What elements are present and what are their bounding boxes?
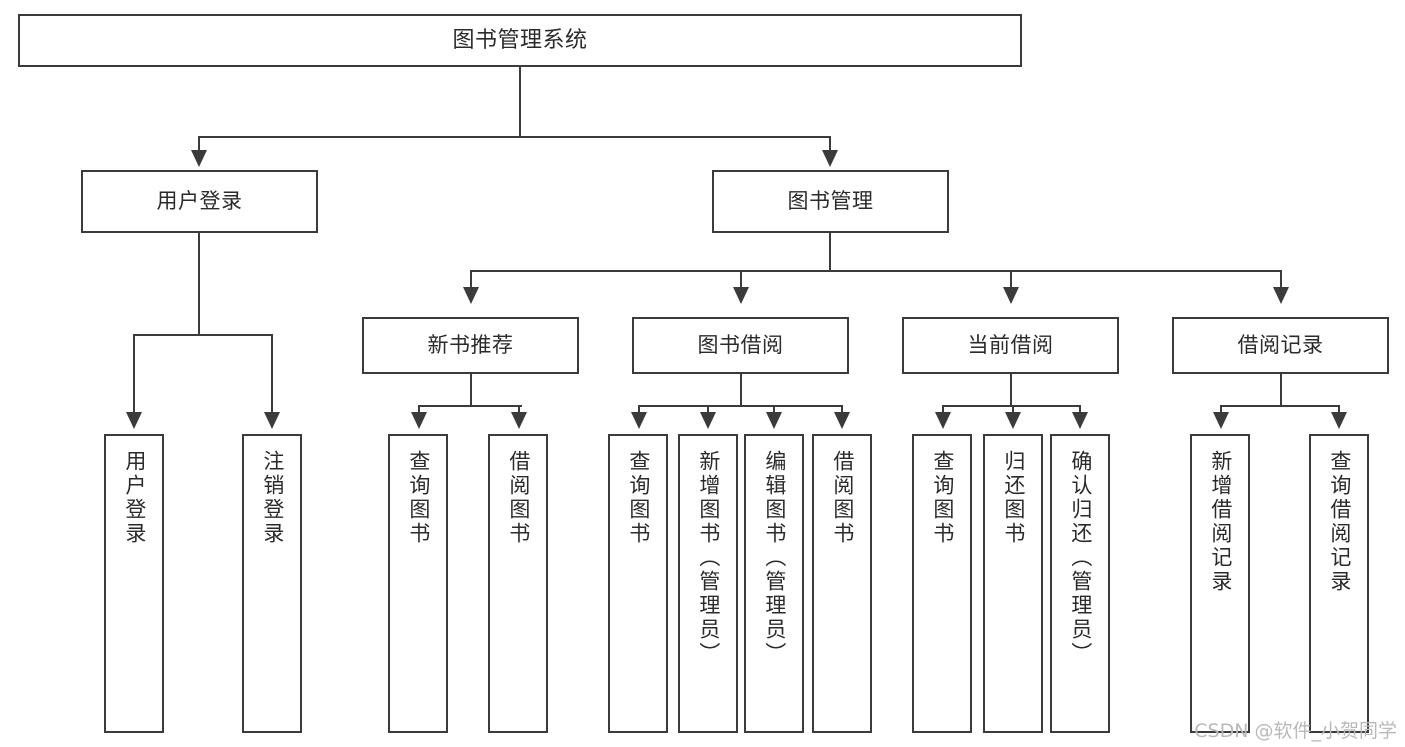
arrowhead-level3-4 <box>1273 287 1289 304</box>
connector-borrow-bus <box>638 405 843 407</box>
connector-user-login-bus <box>133 334 273 336</box>
node-label: 借阅记录 <box>1237 333 1324 358</box>
connector-recommend-drop-1 <box>418 405 420 416</box>
node-label: 查询图书 <box>626 450 651 546</box>
connector-current-drop-2 <box>1012 405 1014 416</box>
node-current-borrow[interactable]: 当前借阅 <box>902 317 1119 374</box>
node-new-book-recommend[interactable]: 新书推荐 <box>362 317 579 374</box>
arrowhead-record-2 <box>1331 412 1347 429</box>
connector-root-stem <box>519 67 521 137</box>
connector-borrow-stem <box>740 374 742 406</box>
leaf-borrow-borrow-book[interactable]: 借阅图书 <box>812 434 872 733</box>
arrowhead-current-1 <box>935 412 951 429</box>
node-label: 编辑图书（管理员） <box>762 450 787 666</box>
node-label: 归还图书 <box>1001 450 1026 546</box>
connector-record-stem <box>1280 374 1282 406</box>
connector-level3-drop-4 <box>1280 270 1282 290</box>
node-label: 当前借阅 <box>967 333 1054 358</box>
arrowhead-level2-2 <box>822 150 838 167</box>
connector-level2-drop-2 <box>829 136 831 154</box>
connector-borrow-drop-4 <box>841 405 843 416</box>
node-label: 借阅图书 <box>830 450 855 546</box>
connector-record-drop-1 <box>1220 405 1222 416</box>
node-label: 新书推荐 <box>427 333 514 358</box>
connector-record-bus <box>1220 405 1339 407</box>
connector-level3-bus <box>470 270 1281 272</box>
node-label: 图书借阅 <box>697 333 784 358</box>
arrowhead-recommend-2 <box>511 412 527 429</box>
leaf-current-confirm-return-admin[interactable]: 确认归还（管理员） <box>1050 434 1110 733</box>
arrowhead-borrow-3 <box>766 412 782 429</box>
leaf-recommend-borrow-book[interactable]: 借阅图书 <box>488 434 548 733</box>
connector-book-mgmt-stem <box>829 233 831 271</box>
arrowhead-user-login-1 <box>126 412 142 429</box>
arrowhead-level3-3 <box>1003 287 1019 304</box>
leaf-recommend-query-book[interactable]: 查询图书 <box>388 434 448 733</box>
node-label: 查询图书 <box>406 450 431 546</box>
node-label: 用户登录 <box>122 450 147 546</box>
connector-user-login-drop-2 <box>271 334 273 416</box>
arrowhead-level3-2 <box>733 287 749 304</box>
connector-recommend-drop-2 <box>518 405 520 416</box>
leaf-current-query-book[interactable]: 查询图书 <box>912 434 972 733</box>
node-label: 用户登录 <box>156 189 243 214</box>
node-label: 新增图书（管理员） <box>696 450 721 666</box>
node-label: 图书管理 <box>787 189 874 214</box>
leaf-borrow-add-book-admin[interactable]: 新增图书（管理员） <box>678 434 738 733</box>
node-label: 查询图书 <box>930 450 955 546</box>
node-user-login[interactable]: 用户登录 <box>81 170 318 233</box>
arrowhead-current-3 <box>1072 412 1088 429</box>
node-label: 图书管理系统 <box>452 27 588 53</box>
connector-current-bus <box>942 405 1080 407</box>
leaf-user-login[interactable]: 用户登录 <box>104 434 164 733</box>
connector-level2-bus <box>198 136 830 138</box>
node-label: 注销登录 <box>260 450 285 546</box>
leaf-user-logout[interactable]: 注销登录 <box>242 434 302 733</box>
node-label: 查询借阅记录 <box>1327 450 1352 594</box>
arrowhead-recommend-1 <box>411 412 427 429</box>
leaf-current-return-book[interactable]: 归还图书 <box>983 434 1043 733</box>
connector-current-drop-1 <box>942 405 944 416</box>
node-book-borrow[interactable]: 图书借阅 <box>632 317 849 374</box>
connector-borrow-drop-1 <box>638 405 640 416</box>
arrowhead-record-1 <box>1213 412 1229 429</box>
connector-recommend-stem <box>470 374 472 406</box>
connector-borrow-drop-2 <box>707 405 709 416</box>
leaf-record-query-borrow-record[interactable]: 查询借阅记录 <box>1309 434 1369 733</box>
node-book-management[interactable]: 图书管理 <box>712 170 949 233</box>
node-root-system[interactable]: 图书管理系统 <box>18 14 1022 67</box>
connector-borrow-drop-3 <box>773 405 775 416</box>
connector-recommend-bus <box>418 405 522 407</box>
node-label: 借阅图书 <box>506 450 531 546</box>
leaf-record-add-borrow-record[interactable]: 新增借阅记录 <box>1190 434 1250 733</box>
arrowhead-user-login-2 <box>264 412 280 429</box>
connector-level2-drop-1 <box>198 136 200 154</box>
node-borrow-record[interactable]: 借阅记录 <box>1172 317 1389 374</box>
arrowhead-borrow-1 <box>631 412 647 429</box>
connector-level3-drop-1 <box>470 270 472 290</box>
connector-record-drop-2 <box>1338 405 1340 416</box>
leaf-borrow-query-book[interactable]: 查询图书 <box>608 434 668 733</box>
node-label: 新增借阅记录 <box>1208 450 1233 594</box>
connector-current-drop-3 <box>1079 405 1081 416</box>
arrowhead-borrow-4 <box>834 412 850 429</box>
arrowhead-borrow-2 <box>700 412 716 429</box>
connector-level3-drop-3 <box>1010 270 1012 290</box>
connector-current-stem <box>1010 374 1012 406</box>
arrowhead-level2-1 <box>191 150 207 167</box>
arrowhead-level3-1 <box>463 287 479 304</box>
connector-user-login-stem <box>198 233 200 335</box>
connector-level3-drop-2 <box>740 270 742 290</box>
connector-user-login-drop-1 <box>133 334 135 416</box>
leaf-borrow-edit-book-admin[interactable]: 编辑图书（管理员） <box>744 434 804 733</box>
arrowhead-current-2 <box>1005 412 1021 429</box>
node-label: 确认归还（管理员） <box>1068 450 1093 666</box>
